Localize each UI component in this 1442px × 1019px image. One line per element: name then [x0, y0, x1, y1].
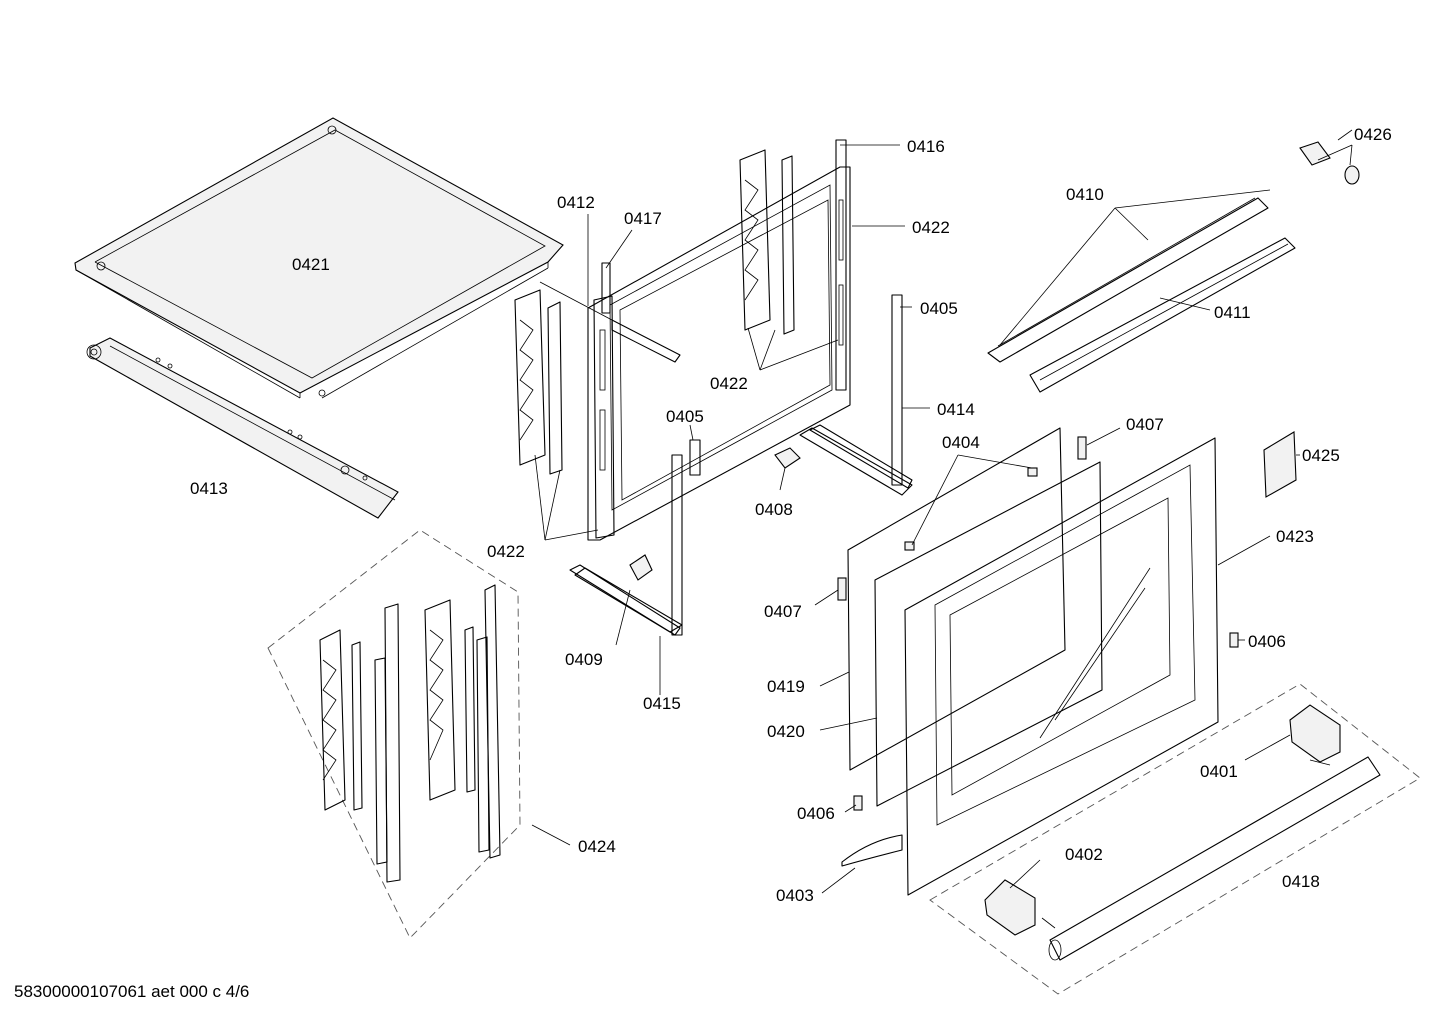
- label-0421: 0421: [292, 255, 330, 274]
- part-0417-bracket: [539, 262, 681, 363]
- callout-labels: 0421 0413 0412 0417 0416 0422 0405 0422 …: [190, 125, 1392, 905]
- label-0404: 0404: [942, 433, 980, 452]
- label-0426: 0426: [1354, 125, 1392, 144]
- label-0407-top: 0407: [1126, 415, 1164, 434]
- label-0405-left: 0405: [666, 407, 704, 426]
- label-0402: 0402: [1065, 845, 1103, 864]
- label-0422-left: 0422: [487, 542, 525, 561]
- label-0417: 0417: [624, 209, 662, 228]
- label-0424: 0424: [578, 837, 616, 856]
- label-0414: 0414: [937, 400, 975, 419]
- part-0409-clip: [629, 554, 653, 581]
- part-0404-clips: [904, 467, 1038, 551]
- part-0407-clips: [837, 436, 1087, 601]
- label-0422-center: 0422: [710, 374, 748, 393]
- label-0423: 0423: [1276, 527, 1314, 546]
- part-0423-outer-door: [904, 437, 1219, 896]
- group-0424-rails: [267, 529, 521, 939]
- label-0409: 0409: [565, 650, 603, 669]
- label-0416: 0416: [907, 137, 945, 156]
- part-0405-0414-side-bracket: [799, 294, 913, 496]
- label-0419: 0419: [767, 677, 805, 696]
- leader-lines: [531, 129, 1353, 894]
- part-0413-rail: [86, 337, 399, 519]
- label-0401: 0401: [1200, 762, 1238, 781]
- part-0419-inner-glass: [847, 427, 1066, 771]
- part-0411-rail: [1029, 237, 1296, 393]
- part-0406-clips: [853, 632, 1239, 811]
- part-0425-plate: [1263, 431, 1297, 498]
- label-0418: 0418: [1282, 872, 1320, 891]
- part-0410-rail: [987, 197, 1269, 363]
- part-0421-top-cover: [74, 117, 564, 399]
- part-0408-clip: [774, 447, 801, 469]
- label-0415: 0415: [643, 694, 681, 713]
- label-0406-left: 0406: [797, 804, 835, 823]
- label-0411: 0411: [1214, 303, 1251, 322]
- part-0420-middle-glass: [874, 461, 1103, 807]
- label-0408: 0408: [755, 500, 793, 519]
- label-0405-right: 0405: [920, 299, 958, 318]
- part-0412-side-rails-left: [514, 289, 615, 539]
- label-0413: 0413: [190, 479, 228, 498]
- label-0410: 0410: [1066, 185, 1104, 204]
- label-0412: 0412: [557, 193, 595, 212]
- part-0403-seal: [841, 834, 903, 867]
- part-0401-endcap: [1289, 704, 1341, 763]
- label-0420: 0420: [767, 722, 805, 741]
- part-0422-rear-rails: [739, 139, 847, 391]
- label-0403: 0403: [776, 886, 814, 905]
- label-0422-top: 0422: [912, 218, 950, 237]
- part-0426-fixing: [1299, 141, 1360, 185]
- part-0405-0415-bracket-front: [569, 439, 701, 636]
- group-0418-handle: [929, 683, 1421, 995]
- part-0412-front-frame: [587, 166, 851, 541]
- label-0406-right: 0406: [1248, 632, 1286, 651]
- label-0407-left: 0407: [764, 602, 802, 621]
- document-code: 58300000107061 aet 000 c 4/6: [14, 982, 249, 1001]
- part-0402-endcap: [984, 879, 1036, 936]
- label-0425: 0425: [1302, 446, 1340, 465]
